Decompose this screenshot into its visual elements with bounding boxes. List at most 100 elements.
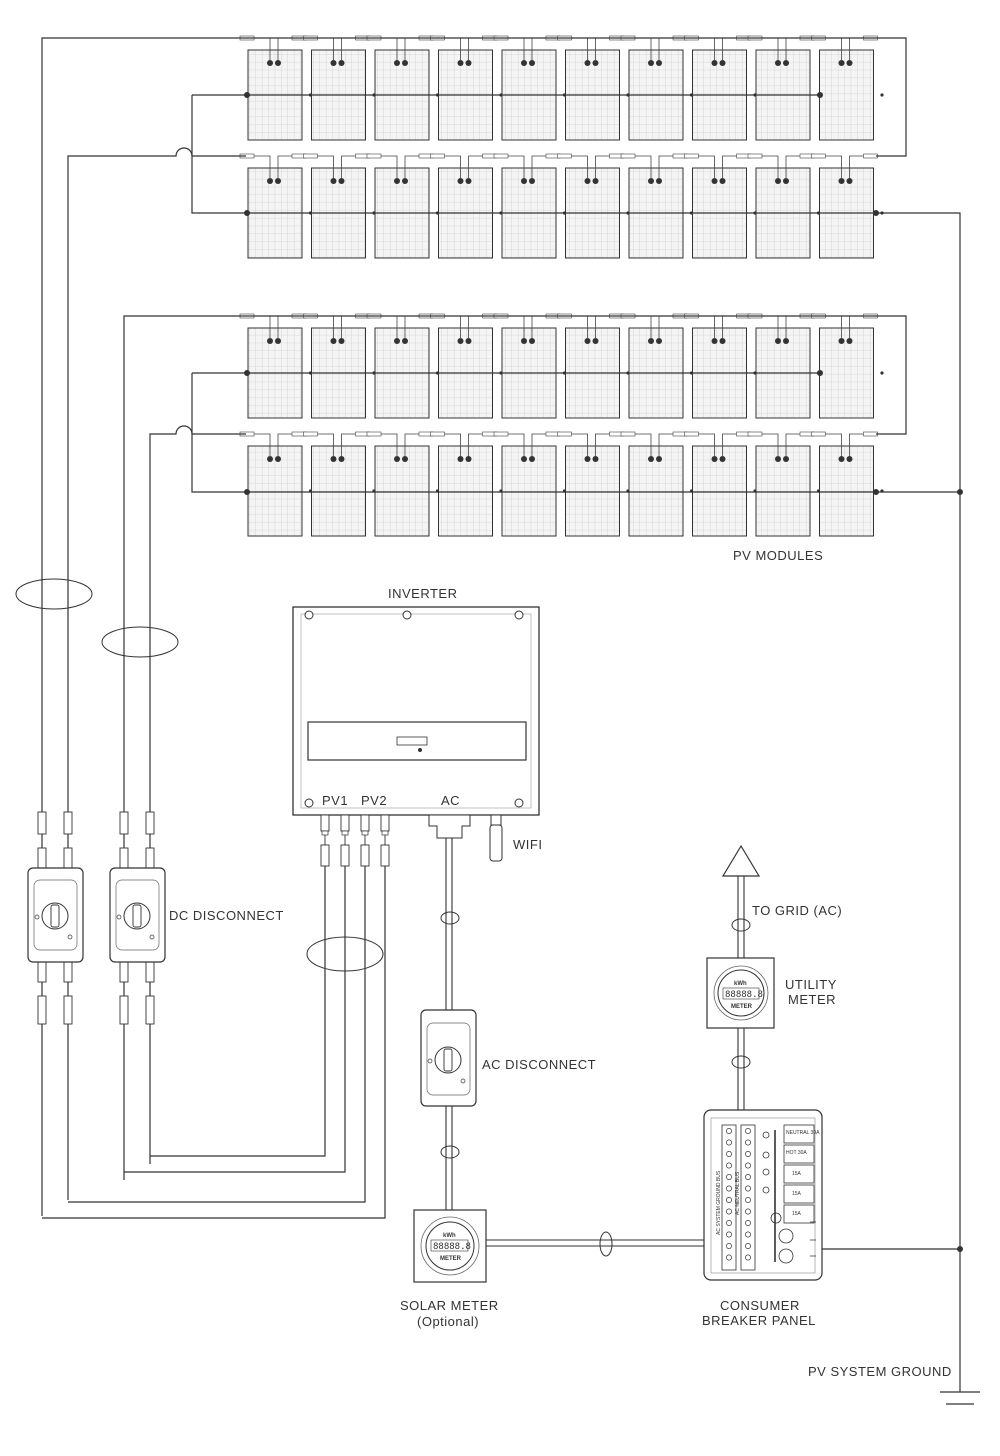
utility-meter-label-1: UTILITY (785, 977, 837, 992)
inverter-dc-wiring (42, 866, 386, 1219)
dc-disconnect-label: DC DISCONNECT (169, 908, 284, 923)
array-wiring (41, 37, 961, 1392)
dc-disconnect (27, 811, 84, 1025)
breaker-panel-label-2: BREAKER PANEL (702, 1313, 816, 1328)
utility-meter-unit: kWh (734, 981, 747, 987)
ac-disconnect-label: AC DISCONNECT (482, 1057, 596, 1072)
pv-module (557, 313, 630, 419)
pv-module (620, 153, 694, 259)
wifi-label: WIFI (513, 837, 542, 852)
ground-bus-label: AC SYSTEM GROUND BUS (716, 1170, 722, 1235)
wifi-antenna-icon (489, 824, 503, 862)
pv-module (557, 35, 630, 141)
pv-module (239, 431, 313, 537)
string1-wire (41, 37, 907, 1216)
breaker-5-label: 15A (792, 1211, 802, 1217)
pv-module (620, 35, 694, 141)
dc-disconnect (109, 811, 166, 1025)
breaker-2-label: HOT 30A (786, 1150, 807, 1156)
pv-module (557, 431, 630, 537)
pv-module (239, 153, 313, 259)
string1-return-wire (67, 147, 246, 1200)
pv-module (366, 35, 440, 141)
mc4-connector (360, 814, 370, 867)
solar-meter-display: 88888.8 (433, 1242, 471, 1252)
utility-meter-display: 88888.8 (725, 990, 763, 1000)
pv1-label: PV1 (322, 793, 348, 808)
breaker-3-label: 15A (792, 1171, 802, 1177)
solar-meter-label-1: SOLAR METER (400, 1298, 499, 1313)
pv-module (493, 313, 567, 419)
breakers: NEUTRAL 30A HOT 30A 15A 15A 15A (762, 1124, 820, 1264)
pv-module (430, 35, 503, 141)
pv-module (620, 431, 694, 537)
pv-module (747, 431, 821, 537)
pv-module (747, 35, 821, 141)
pv-module (557, 153, 630, 259)
pv-module (747, 153, 821, 259)
ac-label: AC (441, 793, 460, 808)
utility-meter: TO GRID (AC) kWh 88888.8 METER UTILITY M… (706, 844, 842, 1029)
breaker-1-label: NEUTRAL 30A (786, 1130, 820, 1136)
breaker-panel-label-1: CONSUMER (720, 1298, 800, 1313)
pv-module (239, 313, 313, 419)
pv-module (747, 313, 821, 419)
mc4-connector (320, 814, 330, 867)
pv2-label: PV2 (361, 793, 387, 808)
pv-module (366, 313, 440, 419)
solar-meter-caption: METER (440, 1256, 462, 1262)
pv-module (684, 431, 757, 537)
inverter: INVERTER PV1 PV2 AC WIFI (292, 586, 542, 862)
pv-module (493, 431, 567, 537)
pv-module (430, 313, 503, 419)
pv-module (493, 35, 567, 141)
dc-disconnect-group (27, 811, 166, 1025)
pv-module (811, 431, 884, 537)
string2-wire (123, 315, 907, 1180)
mc4-connector (380, 814, 390, 867)
pv-module (430, 431, 503, 537)
grid-arrow-icon (721, 844, 761, 877)
pv-module (430, 153, 503, 259)
solar-meter: kWh 88888.8 METER SOLAR METER (Optional) (400, 1209, 499, 1329)
pv-ground-conductor (876, 212, 961, 1392)
utility-meter-label-2: METER (788, 992, 836, 1007)
pv-module (811, 153, 884, 259)
inverter-mc4-connectors (320, 814, 390, 867)
breaker-4-label: 15A (792, 1191, 802, 1197)
pv-system-ground-label: PV SYSTEM GROUND (808, 1364, 952, 1379)
pv-module (684, 313, 757, 419)
pv-module (811, 313, 884, 419)
inverter-label: INVERTER (388, 586, 458, 601)
ground-symbol-icon (940, 1391, 980, 1405)
pv-module-array (239, 35, 884, 537)
pv-module (303, 431, 376, 537)
pv-module (366, 153, 440, 259)
consumer-breaker-panel: AC SYSTEM GROUND BUS AC NEUTRAL BUS NEUT… (702, 1109, 823, 1328)
solar-meter-label-2: (Optional) (417, 1314, 479, 1329)
pv-module (684, 153, 757, 259)
solar-meter-unit: kWh (443, 1233, 456, 1239)
inverter-screen (396, 736, 428, 746)
pv-module (684, 35, 757, 141)
array-junction-dots (244, 92, 963, 1252)
pv-module (620, 313, 694, 419)
utility-meter-caption: METER (731, 1004, 753, 1010)
ac-cable-gland (428, 814, 471, 839)
inverter-display-panel (307, 721, 527, 761)
neutral-bus-label: AC NEUTRAL BUS (735, 1171, 741, 1215)
pv-module (303, 35, 376, 141)
pv-module (239, 35, 313, 141)
ac-disconnect: AC DISCONNECT (420, 1009, 596, 1107)
pv-module (811, 35, 884, 141)
mc4-connector (340, 814, 350, 867)
row-bus-3-4 (191, 372, 876, 493)
pv-module (493, 153, 567, 259)
pv-module (366, 431, 440, 537)
pv-modules-label: PV MODULES (733, 548, 823, 563)
to-grid-label: TO GRID (AC) (752, 903, 842, 918)
ac-wiring (445, 838, 745, 1247)
string2-return-wire (149, 425, 246, 1164)
row-bus-1-2 (191, 94, 876, 214)
